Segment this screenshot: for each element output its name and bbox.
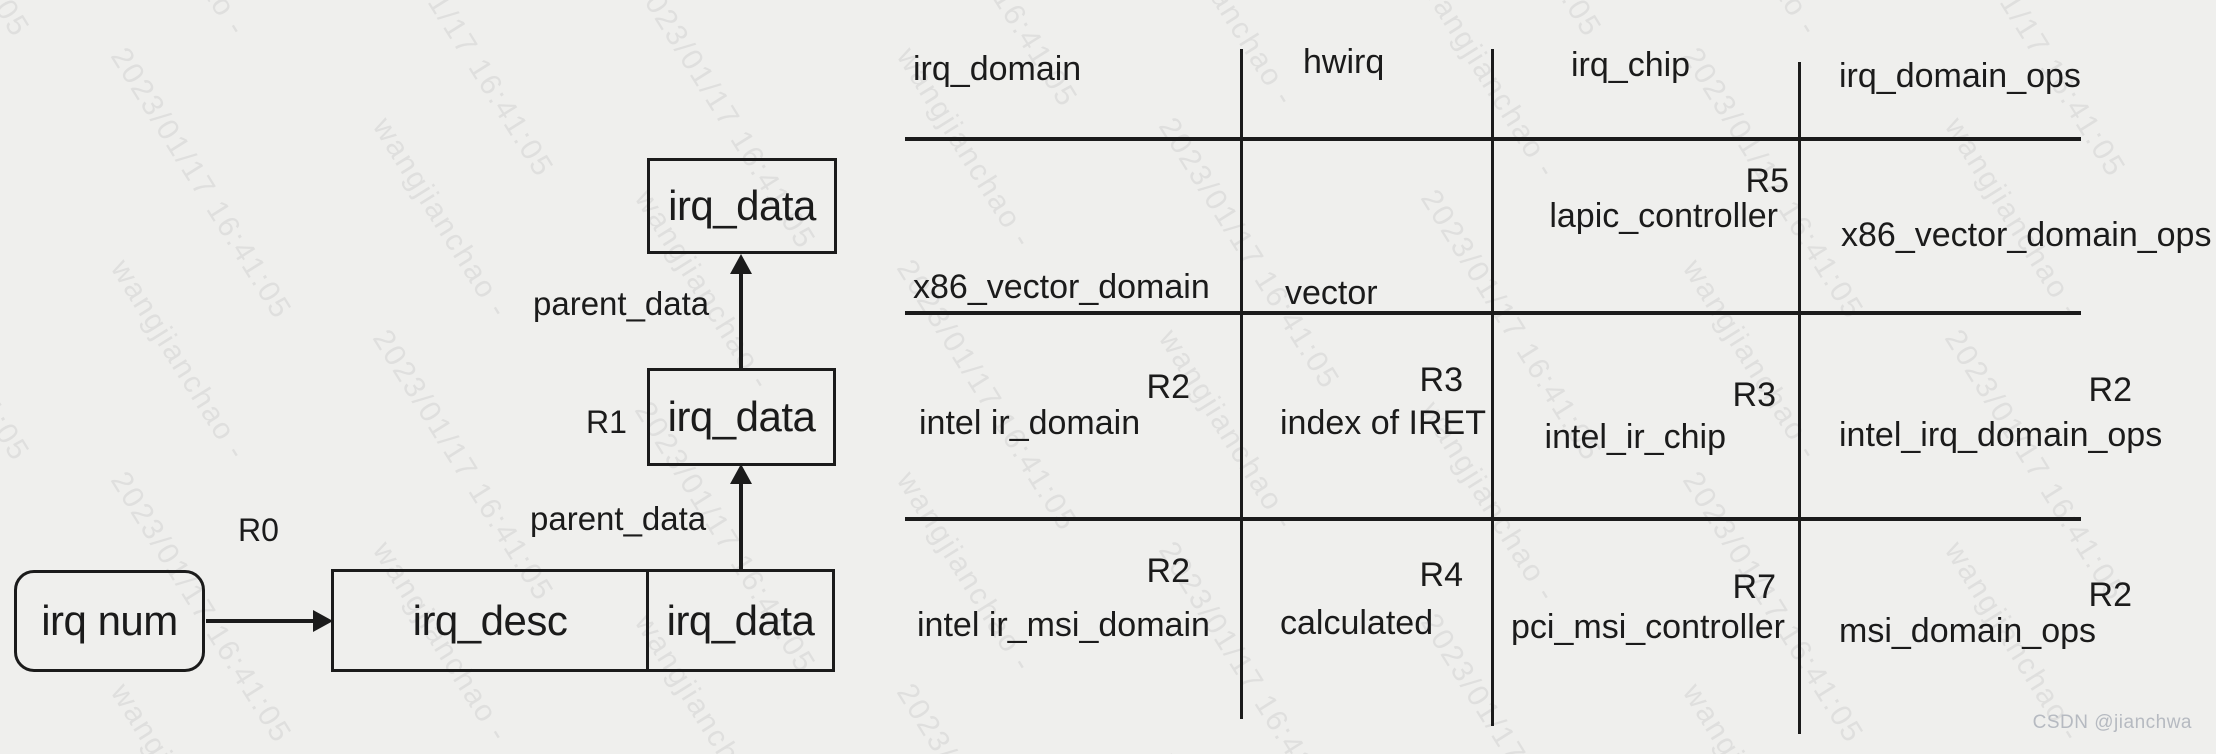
r0-arrow-line [206,619,316,623]
parent-data-upper-arrowhead-icon [730,254,752,274]
cell-ops-intel-irq-domain-ops: intel_irq_domain_ops [1839,416,2163,454]
cell-domain-intel-ir-msi: intel ir_msi_domain [917,606,1210,644]
ref-r2-msi-domain: R2 [1146,552,1190,590]
table-vline-3 [1798,62,1801,734]
ref-r3-chip: R3 [1732,376,1776,414]
ref-r2-intel-ops: R2 [2088,371,2132,409]
table-hline-1 [905,137,2081,141]
cell-hwirq-vector: vector [1285,274,1378,312]
r0-arrowhead-icon [313,610,333,632]
header-irq-domain-ops: irq_domain_ops [1839,57,2081,95]
csdn-credit-watermark: CSDN @jianchwa [2032,712,2192,733]
parent-data-lower-arrowhead-icon [730,464,752,484]
parent-data-lower-label: parent_data [530,500,707,537]
ref-r2-msi-ops: R2 [2088,576,2132,614]
irq-data-top-box: irq_data [647,158,837,254]
header-hwirq: hwirq [1303,43,1385,81]
parent-data-lower-arrow-line [739,482,743,569]
ref-r3-hwirq: R3 [1419,361,1463,399]
irq-num-box: irq num [14,570,205,672]
irq-data-middle-label: irq_data [667,393,816,440]
ref-r7: R7 [1732,568,1776,606]
irq-data-middle-box: irq_data [647,368,836,466]
cell-domain-intel-ir: intel ir_domain [919,404,1141,442]
irq-desc-cell: irq_desc [334,572,646,669]
ref-r5: R5 [1745,162,1789,200]
header-irq-chip: irq_chip [1571,46,1691,84]
cell-chip-pci-msi-controller: pci_msi_controller [1511,608,1785,646]
cell-ops-x86-vector-domain-ops: x86_vector_domain_ops [1841,216,2212,254]
table-hline-3 [905,517,2081,521]
header-irq-domain: irq_domain [913,50,1082,88]
r1-label: R1 [586,404,627,440]
irq-data-bottom-cell: irq_data [649,572,832,669]
table-vline-1 [1240,49,1243,719]
cell-chip-intel-ir-chip: intel_ir_chip [1544,418,1726,456]
irq-num-label: irq num [41,597,178,644]
cell-hwirq-index-of-iret: index of IRET [1280,404,1486,442]
ref-r2-ir-domain: R2 [1146,368,1190,406]
table-hline-2 [905,311,2081,315]
cell-hwirq-calculated: calculated [1280,604,1434,642]
ref-r4: R4 [1419,556,1463,594]
irq-data-top-label: irq_data [668,182,816,229]
irq-desc-irq-data-box: irq_desc irq_data [331,569,835,672]
parent-data-upper-arrow-line [739,272,743,368]
irq-data-bottom-label: irq_data [666,596,815,644]
box-divider [646,572,649,669]
cell-ops-msi-domain-ops: msi_domain_ops [1839,612,2097,650]
cell-domain-x86-vector: x86_vector_domain [913,268,1210,306]
irq-desc-label: irq_desc [412,596,568,644]
r0-label: R0 [238,512,279,548]
cell-chip-lapic-controller: lapic_controller [1549,197,1778,235]
table-vline-2 [1491,49,1494,726]
parent-data-upper-label: parent_data [533,285,710,322]
